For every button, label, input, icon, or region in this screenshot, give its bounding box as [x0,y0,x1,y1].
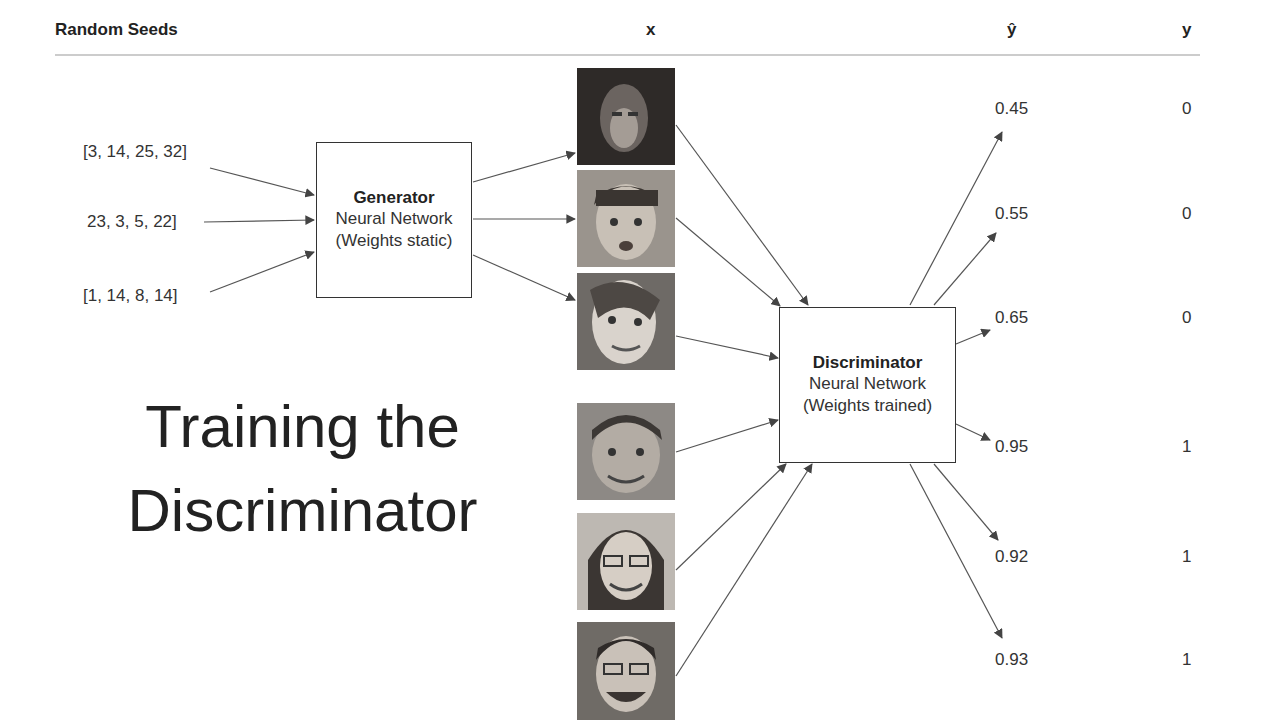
column-header: ŷ [1007,20,1016,40]
input-arrow [676,336,778,358]
generated-face [577,273,675,370]
target-value: 1 [1182,547,1191,567]
prediction-value: 0.45 [995,99,1028,119]
output-arrow [473,218,575,219]
box-heading: Discriminator [813,353,923,373]
column-header: x [646,20,655,40]
score-arrow [910,464,1002,638]
discriminator-box: DiscriminatorNeural Network (Weights tra… [779,307,956,463]
output-arrow [473,255,575,300]
prediction-value: 0.92 [995,547,1028,567]
seed-vector: 23, 3, 5, 22] [87,212,177,232]
seed-arrow [204,220,314,222]
generator-box: GeneratorNeural Network (Weights static) [316,142,472,298]
input-arrow [676,125,808,305]
column-header: Random Seeds [55,20,178,40]
seed-arrow [210,168,314,195]
prediction-value: 0.93 [995,650,1028,670]
generated-face [577,68,675,165]
score-arrow [956,330,990,344]
seed-vector: [1, 14, 8, 14] [83,286,178,306]
diagram-title: Training the Discriminator [80,385,525,553]
seed-vector: [3, 14, 25, 32] [83,142,187,162]
target-value: 0 [1182,99,1191,119]
header-rule [55,55,1200,56]
input-arrow [676,218,780,306]
score-arrow [956,424,990,440]
prediction-value: 0.55 [995,204,1028,224]
target-value: 0 [1182,308,1191,328]
generated-face [577,170,675,267]
score-arrow [934,233,996,305]
real-face [577,622,675,720]
real-face [577,513,675,610]
target-value: 1 [1182,650,1191,670]
input-arrow [676,464,812,676]
input-arrow [676,464,786,570]
prediction-value: 0.65 [995,308,1028,328]
target-value: 0 [1182,204,1191,224]
real-face [577,403,675,500]
prediction-value: 0.95 [995,437,1028,457]
box-heading: Generator [353,188,434,208]
target-value: 1 [1182,437,1191,457]
box-body: Neural Network (Weights trained) [788,373,947,417]
seed-arrow [210,252,314,292]
box-body: Neural Network (Weights static) [325,208,463,252]
input-arrow [676,420,778,452]
score-arrow [910,132,1002,305]
output-arrow [473,153,575,182]
column-header: y [1182,20,1191,40]
